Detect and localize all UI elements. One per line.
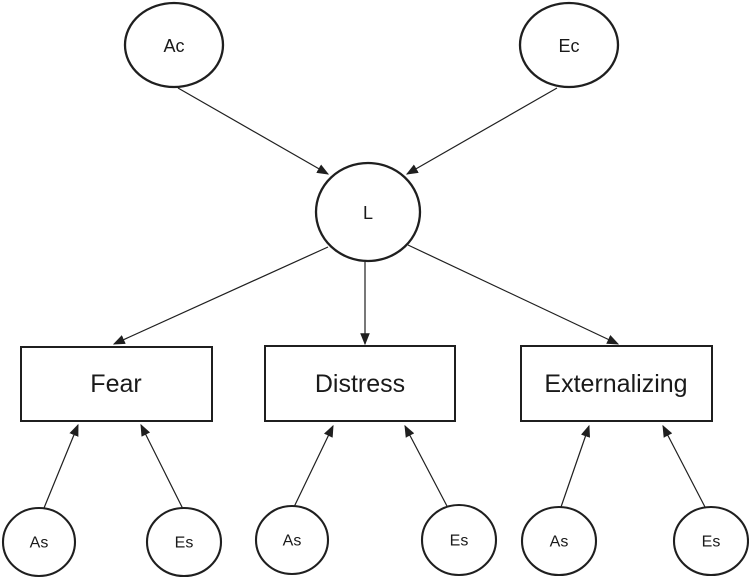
node-es-fear-circle bbox=[145, 506, 223, 578]
edge-as-to-fear bbox=[43, 423, 79, 509]
edge-l-to-fear bbox=[112, 246, 329, 345]
node-externalizing-box bbox=[520, 345, 713, 422]
node-as-distress: As bbox=[254, 504, 330, 576]
node-distress-label: Distress bbox=[315, 370, 405, 398]
node-es-distress-label: Es bbox=[450, 533, 469, 550]
node-fear-label: Fear bbox=[90, 370, 141, 398]
node-as-fear: As bbox=[1, 506, 77, 578]
node-es-distress: Es bbox=[420, 503, 498, 577]
node-externalizing-label: Externalizing bbox=[544, 370, 687, 398]
node-es-externalizing-circle bbox=[672, 505, 749, 577]
edge-es-to-distress bbox=[404, 424, 449, 509]
node-distress: Distress bbox=[264, 345, 456, 422]
node-l-circle bbox=[314, 161, 422, 263]
node-ac: Ac bbox=[123, 1, 225, 89]
node-fear-box bbox=[20, 346, 213, 422]
node-es-externalizing-label: Es bbox=[702, 534, 721, 551]
node-as-externalizing: As bbox=[520, 505, 598, 577]
node-ac-circle bbox=[123, 1, 225, 89]
node-externalizing: Externalizing bbox=[520, 345, 713, 422]
node-es-externalizing: Es bbox=[672, 505, 749, 577]
node-as-externalizing-circle bbox=[520, 505, 598, 577]
node-as-fear-circle bbox=[1, 506, 77, 578]
node-ec: Ec bbox=[518, 1, 620, 89]
edge-as-to-distress bbox=[293, 424, 334, 508]
edge-es-to-fear bbox=[140, 423, 184, 510]
node-es-distress-circle bbox=[420, 503, 498, 577]
edge-as-to-externalizing bbox=[560, 424, 591, 508]
node-ac-label: Ac bbox=[163, 36, 184, 56]
node-fear: Fear bbox=[20, 346, 213, 422]
node-es-fear: Es bbox=[145, 506, 223, 578]
node-l-label: L bbox=[363, 203, 373, 223]
edge-ac-to-l bbox=[177, 87, 330, 175]
node-distress-box bbox=[264, 345, 456, 422]
node-as-externalizing-label: As bbox=[550, 534, 569, 551]
edge-ec-to-l bbox=[405, 87, 558, 175]
node-as-distress-label: As bbox=[283, 533, 302, 550]
node-as-distress-circle bbox=[254, 504, 330, 576]
edges bbox=[43, 87, 706, 510]
edge-es-to-externalizing bbox=[662, 424, 706, 508]
node-ec-label: Ec bbox=[558, 36, 579, 56]
node-l: L bbox=[314, 161, 422, 263]
node-as-fear-label: As bbox=[30, 535, 49, 552]
edge-l-to-externalizing bbox=[407, 244, 620, 345]
node-es-fear-label: Es bbox=[175, 535, 194, 552]
node-ec-circle bbox=[518, 1, 620, 89]
